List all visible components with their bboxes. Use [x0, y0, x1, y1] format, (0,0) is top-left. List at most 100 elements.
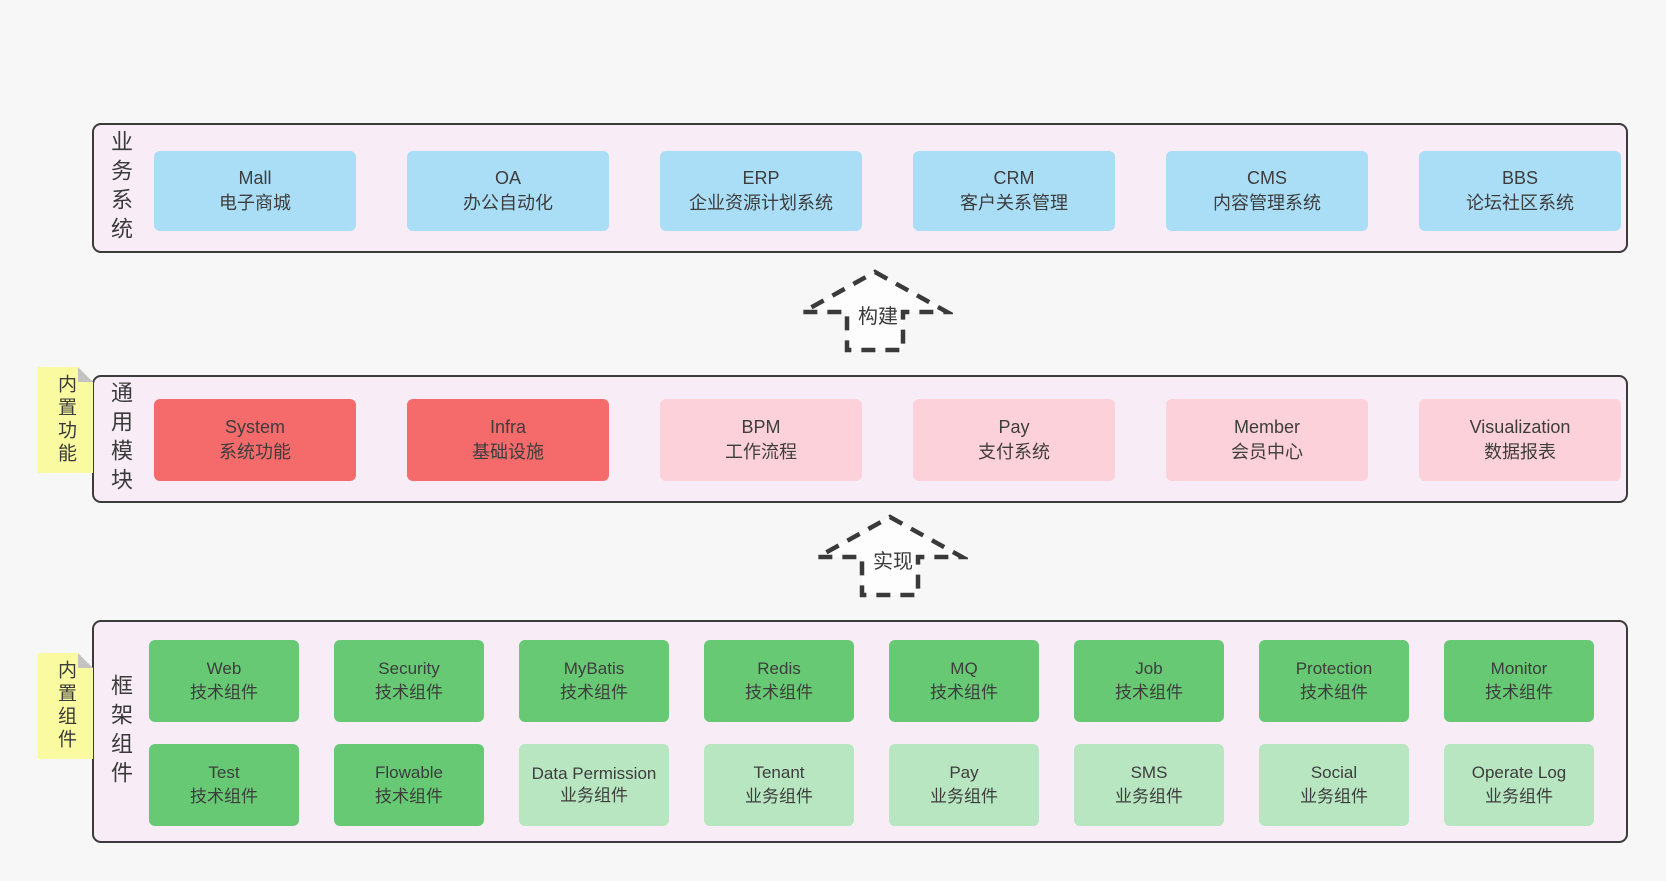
node-flowable: Flowable 技术组件 [334, 744, 484, 826]
node-operate-log-desc: 业务组件 [1485, 787, 1553, 806]
node-security-desc: 技术组件 [375, 683, 443, 702]
node-mq-name: MQ [950, 659, 978, 678]
node-monitor: Monitor 技术组件 [1444, 640, 1594, 722]
node-erp: ERP 企业资源计划系统 [660, 151, 862, 231]
node-monitor-name: Monitor [1490, 659, 1548, 678]
node-oa-name: OA [494, 168, 521, 188]
node-mall: Mall 电子商城 [154, 151, 356, 231]
business-systems-layer-label: 业务系统 [108, 130, 133, 246]
node-pay: Pay 支付系统 [913, 399, 1115, 481]
node-system-name: System [224, 417, 285, 437]
framework-components-layer: 框架组件 Web 技术组件 Security 技术组件 MyBatis 技术组件… [92, 620, 1628, 843]
node-infra-desc: 基础设施 [472, 442, 544, 462]
business-systems-layer: 业务系统 Mall 电子商城 OA 办公自动化 ERP 企业资源计划系统 CRM… [92, 123, 1628, 253]
node-sms-name: SMS [1130, 763, 1168, 782]
build-arrow: 构建 [803, 268, 953, 354]
node-visualization: Visualization 数据报表 [1419, 399, 1621, 481]
node-web-desc: 技术组件 [190, 683, 258, 702]
node-job-desc: 技术组件 [1115, 683, 1183, 702]
node-system-desc: 系统功能 [219, 442, 291, 462]
node-security: Security 技术组件 [334, 640, 484, 722]
node-member-desc: 会员中心 [1231, 442, 1303, 462]
node-redis-desc: 技术组件 [745, 683, 813, 702]
built-in-components-note-label: 内置组件 [55, 660, 76, 752]
node-bbs-desc: 论坛社区系统 [1466, 193, 1574, 213]
node-data-permission-desc: 业务组件 [560, 786, 628, 805]
node-crm-name: CRM [993, 168, 1035, 188]
node-security-name: Security [378, 659, 440, 678]
node-pay-desc: 支付系统 [978, 442, 1050, 462]
built-in-components-note: 内置组件 [38, 653, 93, 759]
note-fold-corner-icon [78, 367, 93, 382]
node-erp-name: ERP [742, 168, 780, 188]
built-in-features-note-label: 内置功能 [55, 374, 76, 466]
common-modules-layer-label: 通用模块 [108, 381, 133, 497]
node-social: Social 业务组件 [1259, 744, 1409, 826]
node-job-name: Job [1135, 659, 1163, 678]
node-mybatis-name: MyBatis [563, 659, 625, 678]
node-social-desc: 业务组件 [1300, 787, 1368, 806]
node-system: System 系统功能 [154, 399, 356, 481]
node-test: Test 技术组件 [149, 744, 299, 826]
node-crm-desc: 客户关系管理 [960, 193, 1068, 213]
node-job: Job 技术组件 [1074, 640, 1224, 722]
node-bpm-desc: 工作流程 [725, 442, 797, 462]
node-data-permission: Data Permission 业务组件 [519, 744, 669, 826]
node-sms-desc: 业务组件 [1115, 787, 1183, 806]
node-flowable-name: Flowable [374, 763, 444, 782]
node-mybatis-desc: 技术组件 [560, 683, 628, 702]
dashed-up-arrow-icon [803, 269, 953, 353]
node-operate-log: Operate Log 业务组件 [1444, 744, 1594, 826]
dashed-up-arrow-icon [818, 514, 968, 598]
node-infra: Infra 基础设施 [407, 399, 609, 481]
node-mall-name: Mall [238, 168, 272, 188]
node-pay-biz-desc: 业务组件 [930, 787, 998, 806]
node-test-desc: 技术组件 [190, 787, 258, 806]
build-arrow-label: 构建 [858, 306, 898, 328]
node-monitor-desc: 技术组件 [1485, 683, 1553, 702]
node-visualization-desc: 数据报表 [1484, 442, 1556, 462]
implement-arrow: 实现 [818, 513, 968, 599]
node-sms: SMS 业务组件 [1074, 744, 1224, 826]
node-cms-name: CMS [1247, 168, 1287, 188]
node-pay-biz: Pay 业务组件 [889, 744, 1039, 826]
node-tenant: Tenant 业务组件 [704, 744, 854, 826]
node-pay-biz-name: Pay [949, 763, 979, 782]
node-flowable-desc: 技术组件 [375, 787, 443, 806]
node-visualization-name: Visualization [1469, 417, 1571, 437]
node-bpm-name: BPM [741, 417, 781, 437]
framework-components-layer-label: 框架组件 [108, 673, 133, 790]
node-infra-name: Infra [489, 417, 527, 437]
node-cms: CMS 内容管理系统 [1166, 151, 1368, 231]
built-in-features-note: 内置功能 [38, 367, 93, 473]
node-crm: CRM 客户关系管理 [913, 151, 1115, 231]
node-social-name: Social [1310, 763, 1358, 782]
node-tenant-name: Tenant [753, 763, 805, 782]
node-pay-name: Pay [998, 417, 1030, 437]
node-test-name: Test [208, 763, 240, 782]
node-member: Member 会员中心 [1166, 399, 1368, 481]
node-bbs: BBS 论坛社区系统 [1419, 151, 1621, 231]
node-data-permission-name: Data Permission [531, 764, 657, 783]
implement-arrow-label: 实现 [873, 551, 913, 573]
node-tenant-desc: 业务组件 [745, 787, 813, 806]
node-erp-desc: 企业资源计划系统 [689, 193, 833, 213]
node-mq: MQ 技术组件 [889, 640, 1039, 722]
node-redis: Redis 技术组件 [704, 640, 854, 722]
note-fold-corner-icon [78, 653, 93, 668]
node-operate-log-name: Operate Log [1471, 763, 1567, 782]
node-mq-desc: 技术组件 [930, 683, 998, 702]
node-redis-name: Redis [757, 659, 801, 678]
node-oa-desc: 办公自动化 [463, 193, 553, 213]
node-cms-desc: 内容管理系统 [1213, 193, 1321, 213]
node-mybatis: MyBatis 技术组件 [519, 640, 669, 722]
node-oa: OA 办公自动化 [407, 151, 609, 231]
node-bpm: BPM 工作流程 [660, 399, 862, 481]
node-protection-name: Protection [1295, 659, 1373, 678]
node-protection-desc: 技术组件 [1300, 683, 1368, 702]
node-bbs-name: BBS [1501, 168, 1539, 188]
node-web-name: Web [206, 659, 242, 678]
node-mall-desc: 电子商城 [219, 193, 291, 213]
node-protection: Protection 技术组件 [1259, 640, 1409, 722]
common-modules-layer: 通用模块 System 系统功能 Infra 基础设施 BPM 工作流程 Pay… [92, 375, 1628, 503]
